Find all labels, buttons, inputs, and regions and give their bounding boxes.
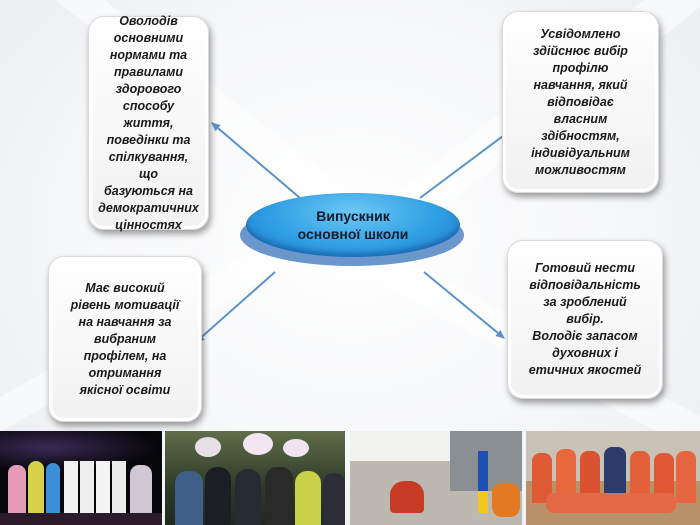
node-profile-choice-text: Усвідомлено здійснює вибір профілю навча… [531, 26, 630, 177]
node-motivation: Має високий рівень мотивації на навчання… [48, 256, 202, 422]
center-node-label: Випускник основної школи [297, 208, 409, 242]
arrow-to-bottom-left [195, 271, 276, 343]
arrow-to-top-right [419, 126, 516, 199]
students-group-photo [165, 431, 345, 525]
node-profile-choice: Усвідомлено здійснює вибір профілю навча… [502, 11, 659, 193]
photo-strip [0, 431, 700, 525]
node-healthy-lifestyle: Оволодів основними нормами та правилами … [88, 14, 209, 232]
gym-team-photo [526, 431, 700, 525]
node-responsibility-text: Готовий нести відповідальність за зробле… [528, 261, 642, 377]
outdoor-performance-photo [350, 431, 522, 525]
school-concert-photo [0, 431, 162, 525]
node-healthy-lifestyle-text: Оволодів основними нормами та правилами … [98, 13, 199, 232]
arrow-to-top-left [211, 122, 301, 199]
arrow-to-bottom-right [423, 271, 505, 339]
center-node: Випускник основної школи [246, 193, 460, 257]
node-responsibility: Готовий нести відповідальність за зробле… [507, 240, 663, 399]
node-motivation-text: Має високий рівень мотивації на навчання… [70, 280, 180, 397]
